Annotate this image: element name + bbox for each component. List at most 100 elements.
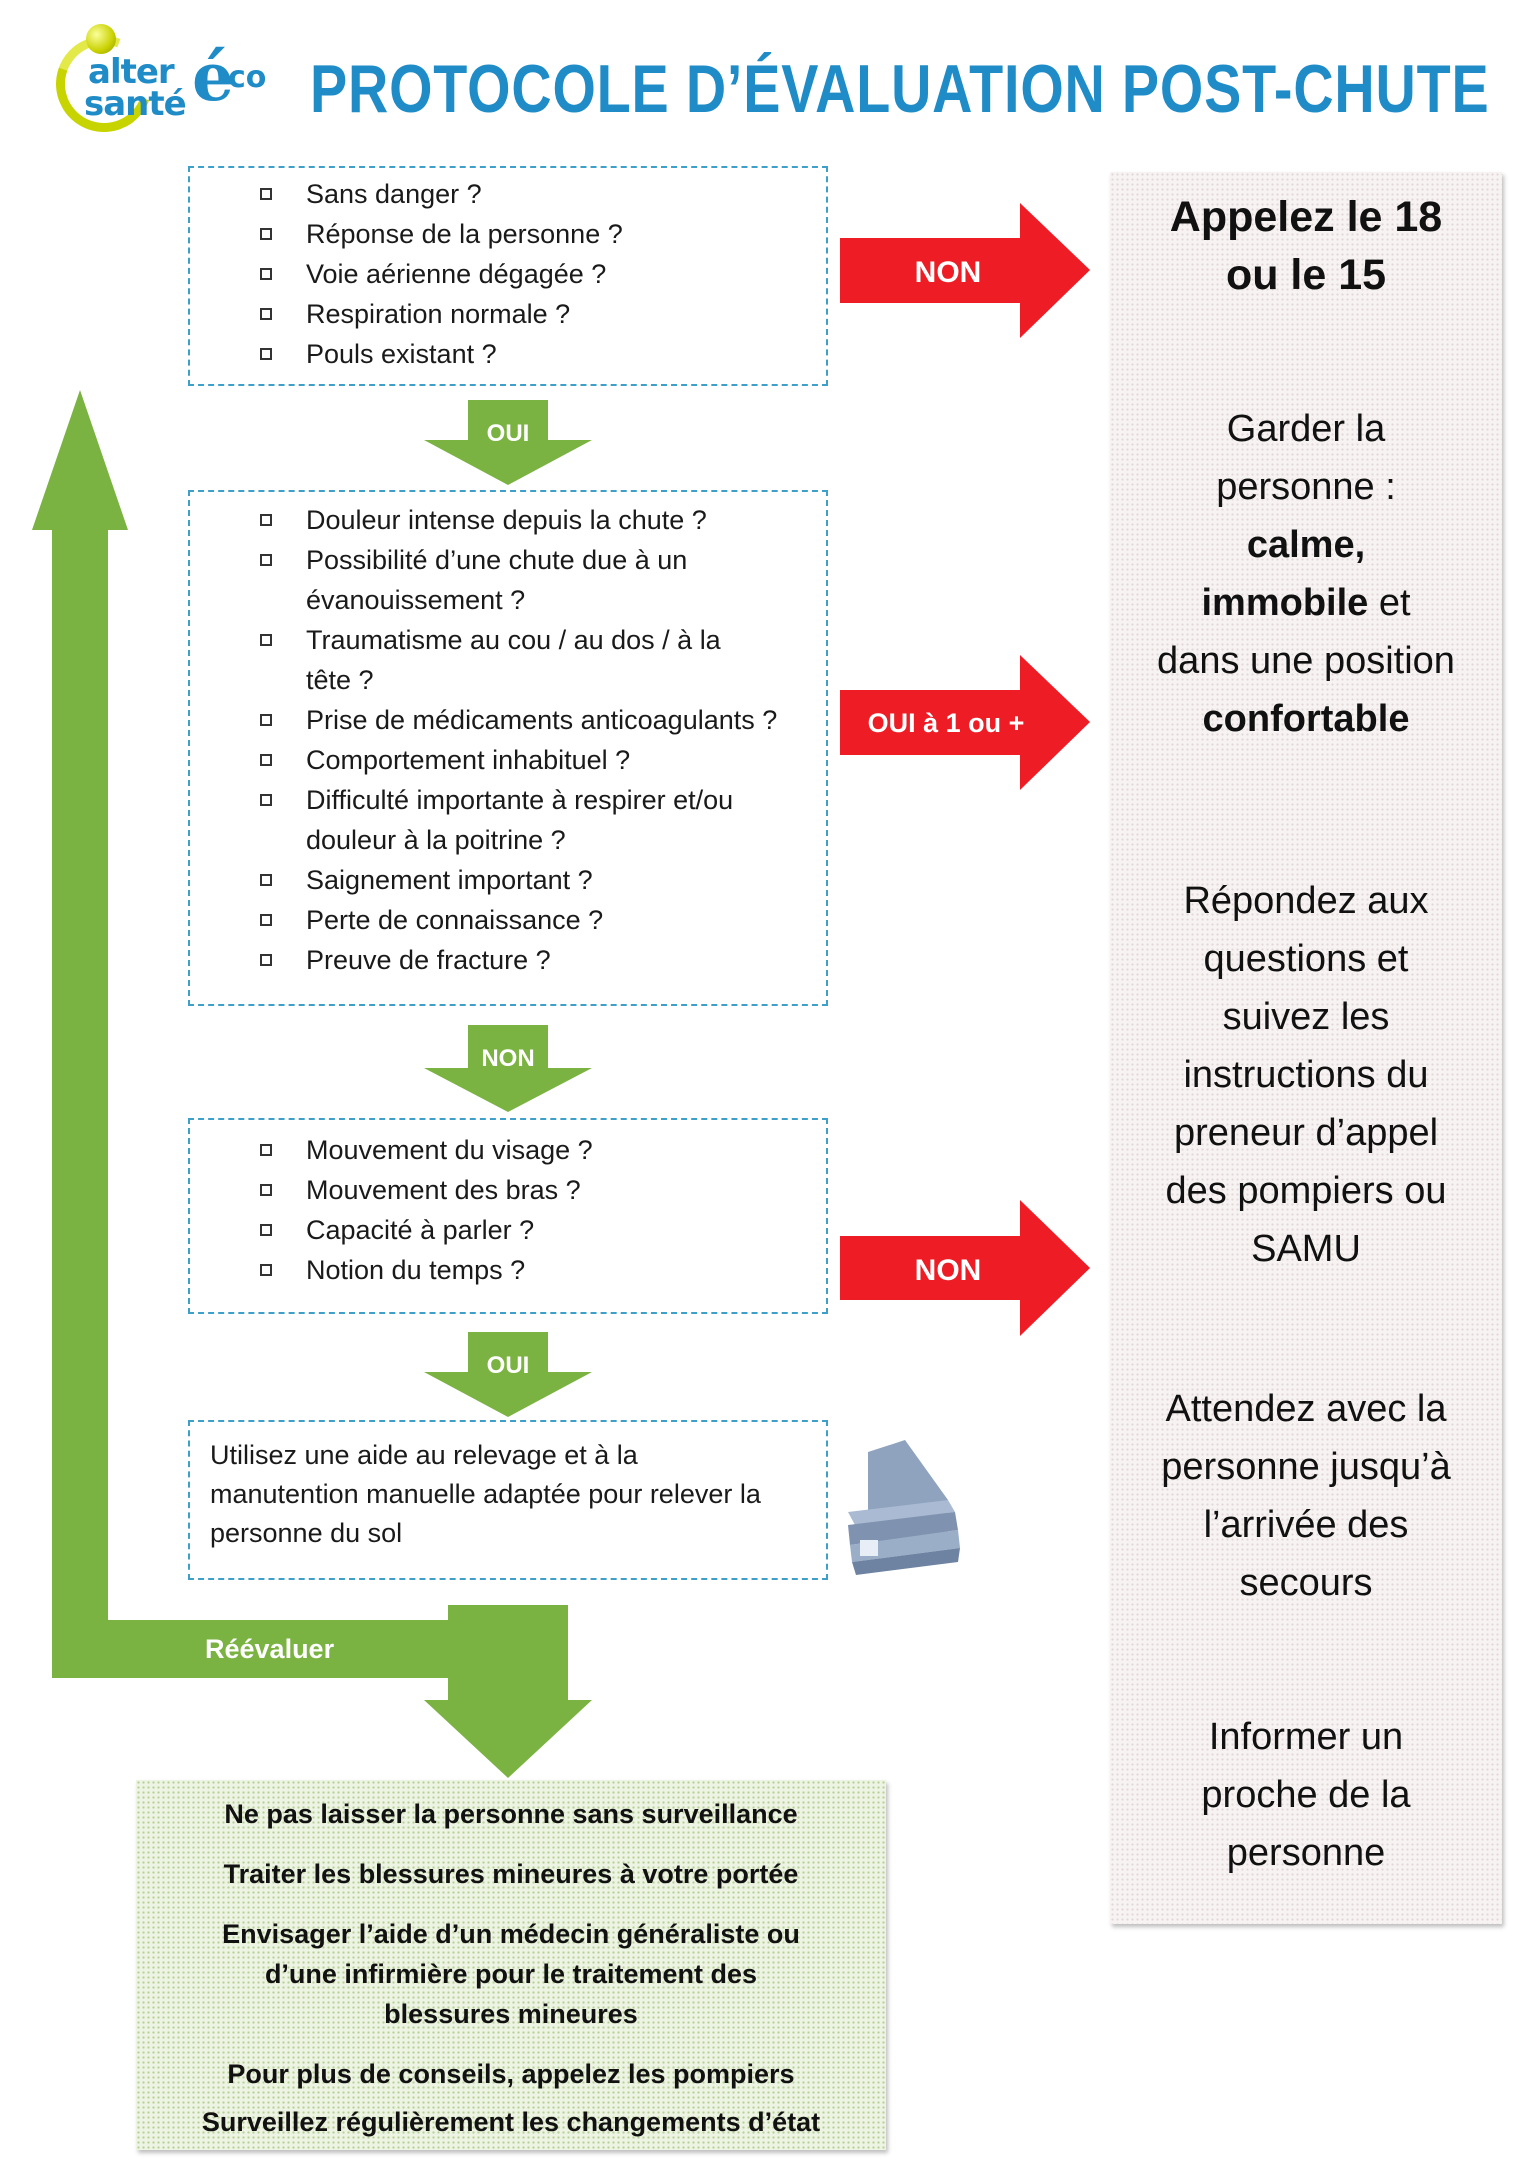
checkbox[interactable]: [260, 188, 272, 200]
checkbox[interactable]: [260, 514, 272, 526]
keep-line-4-tail: et: [1368, 582, 1411, 624]
logo-letter-e: é: [192, 38, 234, 116]
checkbox[interactable]: [260, 634, 272, 646]
checkbox[interactable]: [260, 308, 272, 320]
check-item-label: Prise de médicaments anticoagulants ?: [306, 705, 778, 735]
answer-line: preneur d’appel: [1173, 1112, 1439, 1154]
answer-line: des pompiers ou: [1165, 1170, 1447, 1212]
keep-line-3: calme,: [1246, 524, 1366, 566]
check-item-label: Mouvement du visage ?: [306, 1135, 593, 1165]
wait-line: Attendez avec la: [1165, 1388, 1447, 1430]
advice-line: Surveillez régulièrement les changements…: [201, 2107, 821, 2137]
checkbox[interactable]: [260, 1144, 272, 1156]
step3-neurological-checks: Mouvement du visage ? Mouvement des bras…: [188, 1118, 828, 1314]
check-item: Respiration normale ?: [190, 294, 826, 334]
logo-text-co: co: [228, 60, 267, 95]
check-item-label: Traumatisme au cou / au dos / à la: [306, 625, 721, 655]
check-item: Comportement inhabituel ?: [190, 740, 826, 780]
advice-line: d’une infirmière pour le traitement des: [264, 1959, 758, 1989]
wait-line: l’arrivée des: [1203, 1504, 1409, 1546]
check-item: Mouvement du visage ?: [190, 1130, 826, 1170]
checkbox[interactable]: [260, 794, 272, 806]
follow-up-advice-panel: Ne pas laisser la personne sans surveill…: [136, 1780, 886, 2150]
check-item-continuation: douleur à la poitrine ?: [190, 820, 826, 860]
checkbox[interactable]: [260, 914, 272, 926]
alter-eco-sante-logo: alter santé é co: [40, 18, 266, 148]
check-item-label: Capacité à parler ?: [306, 1215, 535, 1245]
checkbox[interactable]: [260, 714, 272, 726]
check-item: Sans danger ?: [190, 174, 826, 214]
checkbox[interactable]: [260, 754, 272, 766]
checkbox[interactable]: [260, 268, 272, 280]
advice-line: Envisager l’aide d’un médecin généralist…: [222, 1919, 800, 1949]
advice-line: Ne pas laisser la personne sans surveill…: [224, 1799, 798, 1829]
oui-arrow-1-label: OUI: [487, 420, 530, 447]
check-item: Difficulté importante à respirer et/ou: [190, 780, 826, 820]
checkbox[interactable]: [260, 228, 272, 240]
wait-for-help-text: Attendez avec la personne jusqu’à l’arri…: [1110, 1380, 1502, 1612]
check-item: Preuve de fracture ?: [190, 940, 826, 980]
checkbox[interactable]: [260, 554, 272, 566]
check-item-label: Mouvement des bras ?: [306, 1175, 581, 1205]
oui-right-arrow-2: OUI à 1 ou +: [840, 655, 1090, 790]
call-line-1: Appelez le 18: [1169, 193, 1443, 241]
check-item: Perte de connaissance ?: [190, 900, 826, 940]
checkbox[interactable]: [260, 1184, 272, 1196]
check-item: Douleur intense depuis la chute ?: [190, 500, 826, 540]
logo-text-sante: santé: [84, 84, 187, 124]
check-item-continuation: tête ?: [190, 660, 826, 700]
advice-line: Traiter les blessures mineures à votre p…: [223, 1859, 799, 1889]
check-item-label: Difficulté importante à respirer et/ou: [306, 785, 734, 815]
call-line-2: ou le 15: [1225, 251, 1387, 299]
check-item-label: Respiration normale ?: [306, 299, 571, 329]
reevaluate-label: Réévaluer: [205, 1634, 335, 1664]
lifting-cushion-image: [848, 1440, 960, 1575]
check-item-label: Comportement inhabituel ?: [306, 745, 631, 775]
lifting-instruction-line: manutention manuelle adaptée pour releve…: [210, 1479, 761, 1509]
check-item-label: Douleur intense depuis la chute ?: [306, 505, 707, 535]
check-item-label: Notion du temps ?: [306, 1255, 526, 1285]
checkbox[interactable]: [260, 348, 272, 360]
check-item: Possibilité d’une chute due à un: [190, 540, 826, 580]
check-item-label: Perte de connaissance ?: [306, 905, 604, 935]
checkbox[interactable]: [260, 874, 272, 886]
wait-line: personne jusqu’à: [1161, 1446, 1451, 1488]
non-right-arrow-3: NON: [840, 1200, 1090, 1336]
keep-line-5: dans une position: [1157, 640, 1455, 682]
checkbox[interactable]: [260, 1264, 272, 1276]
check-item-label: Sans danger ?: [306, 179, 482, 209]
check-item-label: Pouls existant ?: [306, 339, 497, 369]
inform-line: personne: [1226, 1832, 1386, 1874]
reevaluate-loop-arrow: [32, 390, 505, 1678]
check-item-label: Voie aérienne dégagée ?: [306, 259, 607, 289]
inform-relative-text: Informer un proche de la personne: [1110, 1708, 1502, 1882]
wait-line: secours: [1239, 1562, 1373, 1604]
check-item-label: Saignement important ?: [306, 865, 593, 895]
check-item-label: Réponse de la personne ?: [306, 219, 623, 249]
down-arrow-to-advice: [424, 1605, 592, 1778]
check-item: Traumatisme au cou / au dos / à la: [190, 620, 826, 660]
logo-dot: [86, 24, 116, 54]
step4-lifting-instruction: Utilisez une aide au relevage et à la ma…: [188, 1420, 828, 1580]
check-item: Voie aérienne dégagée ?: [190, 254, 826, 294]
lifting-instruction-line: personne du sol: [210, 1518, 403, 1548]
check-item: Notion du temps ?: [190, 1250, 826, 1290]
oui-arrow-3-label: OUI: [487, 1352, 530, 1379]
check-item: Réponse de la personne ?: [190, 214, 826, 254]
step2-severity-checks: Douleur intense depuis la chute ? Possib…: [188, 490, 828, 1006]
checkbox[interactable]: [260, 954, 272, 966]
answer-questions-text: Répondez aux questions et suivez les ins…: [1110, 872, 1502, 1278]
answer-line: Répondez aux: [1183, 880, 1429, 922]
lifting-instruction-line: Utilisez une aide au relevage et à la: [210, 1440, 638, 1470]
lifting-instruction-text: Utilisez une aide au relevage et à la ma…: [190, 1422, 826, 1567]
inform-line: proche de la: [1201, 1774, 1411, 1816]
keep-calm-text: Garder la personne : calme, immobile et …: [1110, 400, 1502, 748]
keep-line-1: Garder la: [1226, 408, 1386, 450]
check-item: Mouvement des bras ?: [190, 1170, 826, 1210]
checkbox[interactable]: [260, 1224, 272, 1236]
check-item-label: tête ?: [306, 665, 374, 695]
non-right-arrow-1-label: NON: [915, 256, 982, 289]
non-right-arrow-3-label: NON: [915, 1254, 982, 1287]
answer-line: questions et: [1203, 938, 1409, 980]
